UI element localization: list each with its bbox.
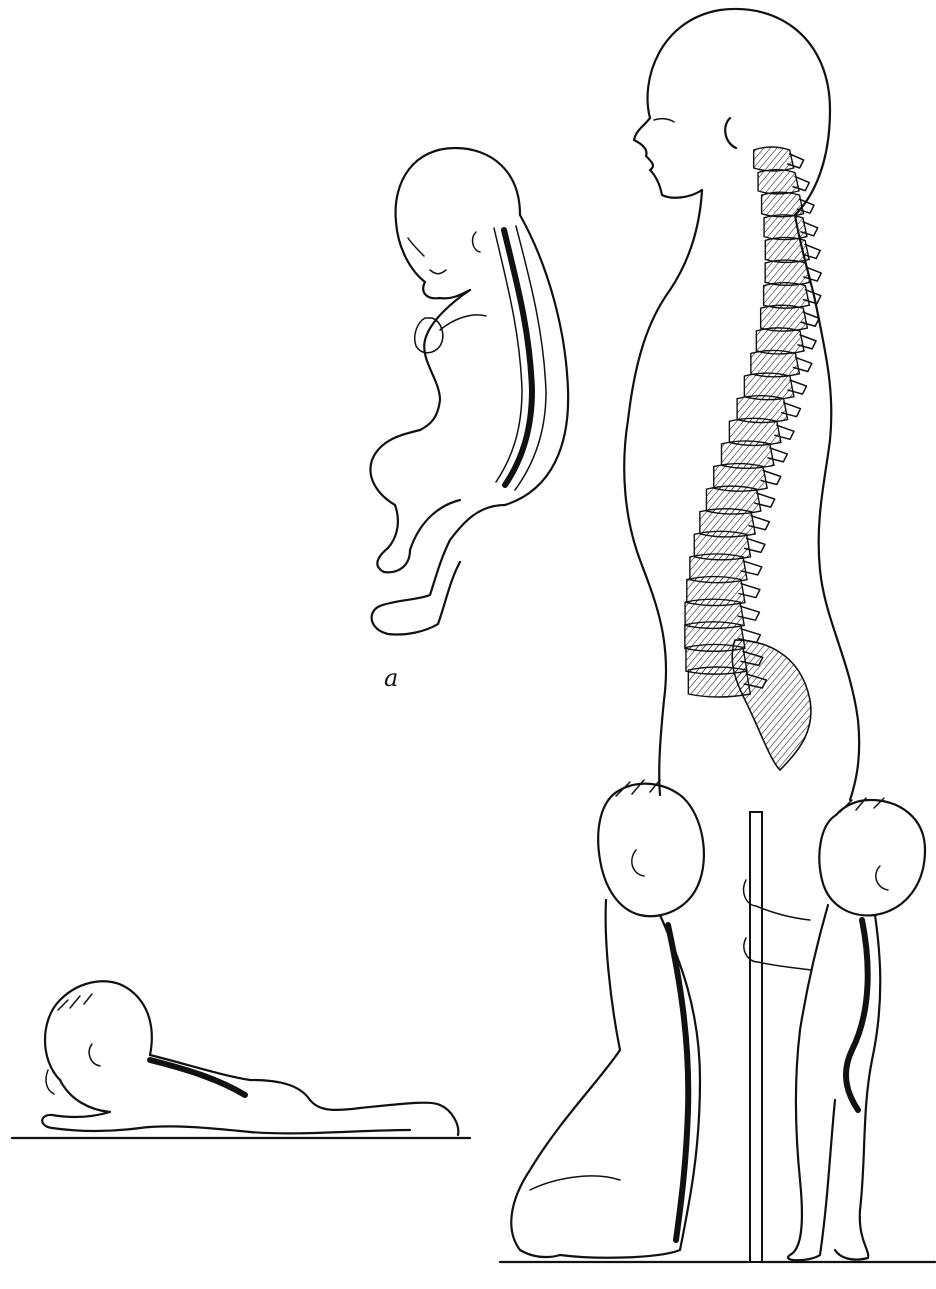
fetus-back — [505, 215, 568, 505]
adult-head — [648, 9, 830, 215]
adult-vertebra — [761, 305, 808, 331]
toddler-arms — [744, 880, 812, 970]
adult-eye — [654, 119, 674, 122]
prone-infant-face — [46, 1070, 54, 1094]
sitting-infant-leg — [530, 1176, 620, 1190]
fetus-face-line — [408, 238, 424, 256]
adult-vertebra — [765, 260, 810, 285]
sitting-infant-ear — [632, 850, 644, 876]
standing-toddler-illustration — [744, 798, 935, 1262]
fetus-leg — [372, 505, 505, 635]
toddler-ear — [876, 866, 888, 890]
adult-vertebra — [754, 147, 794, 171]
toddler-spine — [846, 920, 868, 1110]
adult-vertebra — [756, 328, 804, 354]
prone-infant-back — [150, 1055, 458, 1135]
sitting-infant-front — [511, 900, 620, 1257]
support-pole — [750, 812, 762, 1262]
adult-face — [634, 118, 702, 198]
fetus-spinal-cord — [504, 230, 532, 485]
fetus-eye — [430, 270, 446, 274]
fetus-illustration — [370, 148, 568, 635]
prone-infant-spine — [150, 1060, 245, 1095]
adult-ear — [725, 118, 736, 148]
panel-label-a: a — [384, 666, 398, 690]
toddler-head — [819, 800, 925, 915]
sitting-infant-illustration — [500, 780, 748, 1262]
fetus-ear — [473, 232, 480, 252]
adult-sacrum — [732, 640, 811, 770]
fetus-spine-edge-front — [494, 228, 522, 482]
toddler-body-back — [835, 915, 880, 1260]
prone-infant-illustration — [12, 981, 470, 1138]
sitting-infant-head — [598, 784, 704, 917]
adult-vertebra — [765, 237, 809, 262]
adult-vertebra — [764, 283, 810, 309]
sitting-infant-spine — [668, 925, 688, 1240]
fetus-body-front — [370, 290, 470, 572]
adult-vertebra — [762, 192, 804, 217]
fetus-arm — [440, 315, 486, 330]
adult-vertebral-column — [685, 147, 821, 770]
fetus-head — [396, 148, 520, 298]
toddler-body-front — [788, 905, 835, 1260]
prone-infant-ear — [89, 1044, 100, 1066]
fetus-hand — [415, 318, 443, 353]
adult-vertebra — [764, 215, 807, 240]
adult-vertebra — [758, 170, 799, 194]
adult-body-front — [624, 190, 702, 795]
